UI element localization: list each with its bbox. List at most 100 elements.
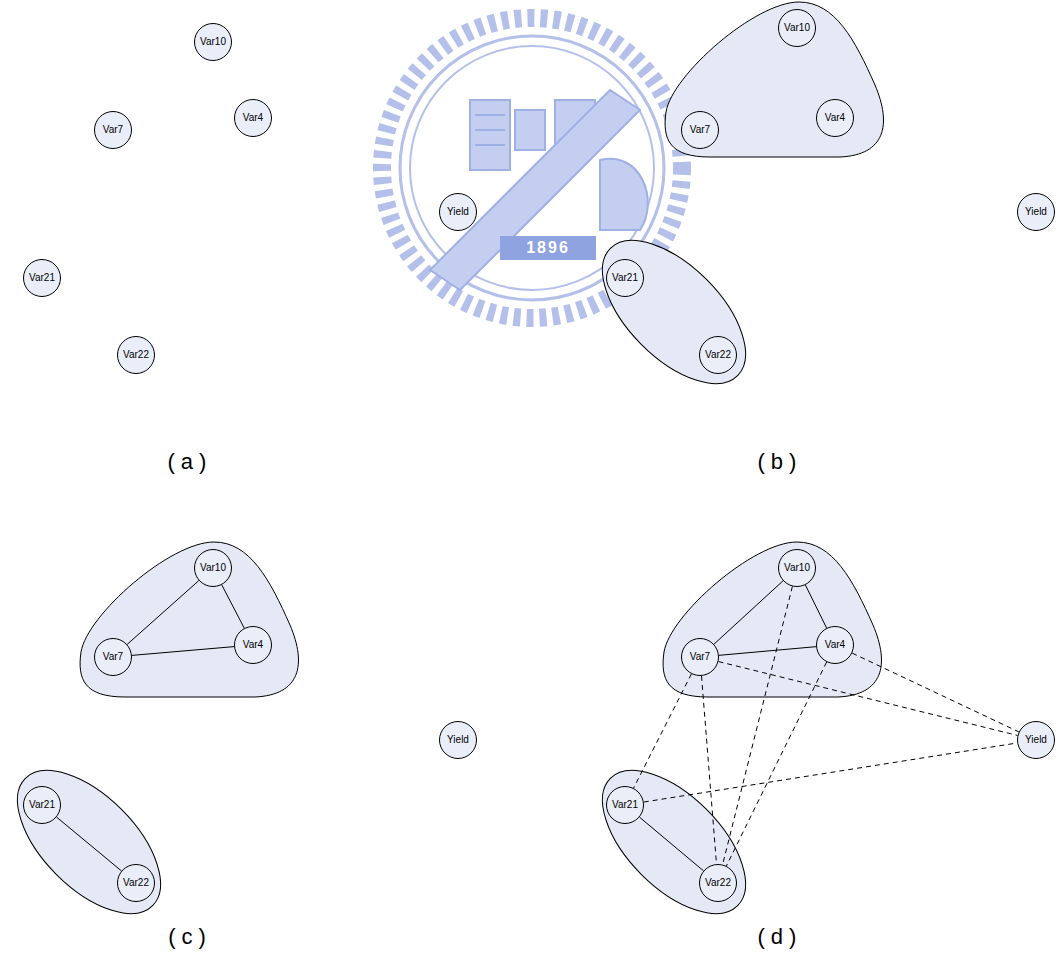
variable-node: Var4 bbox=[234, 99, 272, 137]
variable-name: Yield bbox=[447, 735, 469, 745]
variable-node: Var10 bbox=[778, 549, 816, 587]
variable-name: Var10 bbox=[200, 563, 226, 573]
circle-outline bbox=[118, 865, 155, 902]
panel-label: (b) bbox=[758, 449, 803, 475]
circle-outline bbox=[235, 627, 272, 664]
dependency-dashed-line bbox=[852, 653, 1019, 732]
variable-node: Var22 bbox=[699, 864, 737, 902]
variable-node: Var4 bbox=[816, 99, 854, 137]
variable-name: Var4 bbox=[243, 113, 263, 123]
variable-node: Var21 bbox=[606, 259, 644, 297]
variable-name: Var7 bbox=[690, 125, 710, 135]
variable-node: Var7 bbox=[94, 111, 132, 149]
cluster-outline: Var21Var22 bbox=[8, 770, 172, 915]
variable-node: Var22 bbox=[699, 336, 737, 374]
dependency-dashed-line bbox=[644, 743, 1017, 802]
variable-node: Yield bbox=[439, 193, 477, 231]
cluster-outline: Var10Var7 Var4 bbox=[75, 540, 305, 700]
variable-node: Yield bbox=[1017, 193, 1055, 231]
variable-name: Var7 bbox=[103, 652, 123, 662]
cluster-outline: Var10Var7 Var4 bbox=[660, 0, 890, 160]
variable-node: Var22 bbox=[117, 864, 155, 902]
panel-label: (c) bbox=[168, 924, 212, 950]
variable-name: Var4 bbox=[825, 113, 845, 123]
dependency-line bbox=[132, 647, 234, 656]
cluster-fill bbox=[0, 746, 185, 938]
circle-outline bbox=[440, 194, 477, 231]
circle-outline bbox=[817, 627, 854, 664]
variable-name: Yield bbox=[1025, 735, 1047, 745]
variable-name: Var7 bbox=[103, 125, 123, 135]
variable-name: Var22 bbox=[705, 878, 731, 888]
variable-node: Var21 bbox=[606, 786, 644, 824]
variable-name: Yield bbox=[447, 207, 469, 217]
cluster-outline: Var10Var7 Var4 bbox=[658, 540, 890, 700]
circle-outline bbox=[779, 10, 816, 47]
circle-outline bbox=[440, 722, 477, 759]
variable-name: Var10 bbox=[784, 23, 810, 33]
cluster-fill bbox=[578, 746, 770, 938]
dependency-dashed-line bbox=[634, 674, 692, 788]
circle-outline bbox=[118, 337, 155, 374]
dependency-line bbox=[127, 581, 199, 645]
circle-outline bbox=[1018, 722, 1055, 759]
variable-node: Yield bbox=[439, 721, 477, 759]
dependency-dashed-line bbox=[702, 676, 717, 864]
circle-outline bbox=[700, 865, 737, 902]
circle-outline bbox=[607, 260, 644, 297]
variable-name: Var22 bbox=[123, 878, 149, 888]
cluster-shape bbox=[75, 540, 305, 700]
circle-outline bbox=[1018, 194, 1055, 231]
dependency-line bbox=[714, 581, 783, 644]
variable-name: Var4 bbox=[825, 640, 845, 650]
circle-outline bbox=[24, 260, 61, 297]
variable-node: Var22 bbox=[117, 336, 155, 374]
dependency-dashed-line bbox=[718, 662, 1017, 736]
dependency-line bbox=[640, 817, 704, 871]
cluster-outline: Var21Var22 bbox=[593, 240, 757, 385]
variable-node: Var4 bbox=[816, 626, 854, 664]
variable-name: Var4 bbox=[243, 640, 263, 650]
variable-node: Var7 bbox=[681, 638, 719, 676]
cluster-fill bbox=[665, 2, 883, 157]
cluster-fill bbox=[578, 216, 770, 408]
circle-outline bbox=[682, 639, 719, 676]
panel-label: (d) bbox=[758, 924, 803, 950]
cluster-shape bbox=[658, 540, 890, 700]
cluster-outline: Var21Var22 bbox=[593, 770, 757, 915]
panel-label: (a) bbox=[168, 449, 213, 475]
circle-outline bbox=[195, 24, 232, 61]
variable-name: Var22 bbox=[123, 350, 149, 360]
cluster-fill bbox=[663, 542, 881, 697]
circle-outline bbox=[817, 100, 854, 137]
variable-name: Var21 bbox=[612, 800, 638, 810]
watermark-year: 1896 bbox=[526, 239, 570, 257]
circle-outline bbox=[195, 550, 232, 587]
circle-outline bbox=[700, 337, 737, 374]
cluster-fill bbox=[80, 542, 298, 697]
dependency-dashed-line bbox=[723, 586, 793, 864]
circle-outline bbox=[24, 787, 61, 824]
variable-name: Var10 bbox=[200, 37, 226, 47]
circle-outline bbox=[607, 787, 644, 824]
variable-node: Var4 bbox=[234, 626, 272, 664]
circle-outline bbox=[235, 100, 272, 137]
circle-outline bbox=[95, 112, 132, 149]
variable-node: Var7 bbox=[94, 638, 132, 676]
variable-node: Var21 bbox=[23, 259, 61, 297]
variable-name: Var21 bbox=[29, 273, 55, 283]
variable-name: Var7 bbox=[690, 652, 710, 662]
dependency-line bbox=[805, 585, 826, 628]
variable-node: Var10 bbox=[194, 23, 232, 61]
variable-name: Var22 bbox=[705, 350, 731, 360]
variable-node: Var10 bbox=[778, 9, 816, 47]
circle-outline bbox=[682, 112, 719, 149]
dependency-line bbox=[222, 585, 244, 628]
circle-outline bbox=[95, 639, 132, 676]
dependency-line bbox=[57, 817, 122, 871]
variable-name: Yield bbox=[1025, 207, 1047, 217]
variable-node: Var7 bbox=[681, 111, 719, 149]
variable-name: Var21 bbox=[29, 800, 55, 810]
